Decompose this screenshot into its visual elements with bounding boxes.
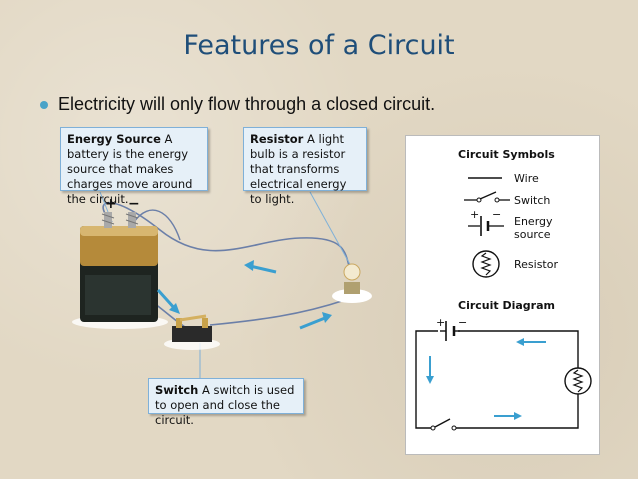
- symbol-switch-label: Switch: [514, 194, 551, 207]
- bullet-text: Electricity will only flow through a clo…: [58, 94, 436, 114]
- symbol-energy-label: Energy source: [514, 215, 553, 241]
- callout-switch: Switch A switch is used to open and clos…: [148, 378, 304, 427]
- callout-energy-label: Energy Source: [67, 132, 161, 146]
- symbols-title: Circuit Symbols: [458, 148, 555, 161]
- diagram-minus-label: −: [458, 316, 468, 329]
- symbol-energy-minus: −: [492, 208, 502, 221]
- symbol-energy-plus: +: [470, 208, 480, 221]
- callout-resistor-label: Resistor: [250, 132, 304, 146]
- battery-plus-label: +: [105, 197, 117, 211]
- callout-resistor-text: A light bulb is a resistor that transfor…: [250, 132, 347, 206]
- symbols-drawings: [415, 177, 592, 431]
- battery-minus-label: −: [128, 196, 140, 212]
- callout-energy-source: Energy Source A battery is the energy so…: [60, 127, 208, 206]
- callout-switch-label: Switch: [155, 383, 199, 397]
- callout-energy-text: A battery is the energy source that make…: [67, 132, 193, 206]
- slide-title: Features of a Circuit: [183, 30, 455, 61]
- bullet-item: Electricity will only flow through a clo…: [40, 94, 435, 115]
- callout-resistor: Resistor A light bulb is a resistor that…: [243, 127, 367, 206]
- knife-switch-icon: [164, 314, 220, 350]
- symbol-wire-label: Wire: [514, 172, 539, 185]
- battery-icon: [80, 212, 158, 322]
- circuit-symbols-panel: Circuit Symbols: [405, 135, 600, 455]
- bullet-dot-icon: [40, 100, 48, 109]
- callout-switch-text: A switch is used to open and close the c…: [155, 383, 295, 427]
- diagram-plus-label: +: [436, 316, 446, 329]
- diagram-title: Circuit Diagram: [458, 299, 555, 312]
- light-bulb-icon: [332, 263, 372, 303]
- symbol-resistor-label: Resistor: [514, 258, 558, 271]
